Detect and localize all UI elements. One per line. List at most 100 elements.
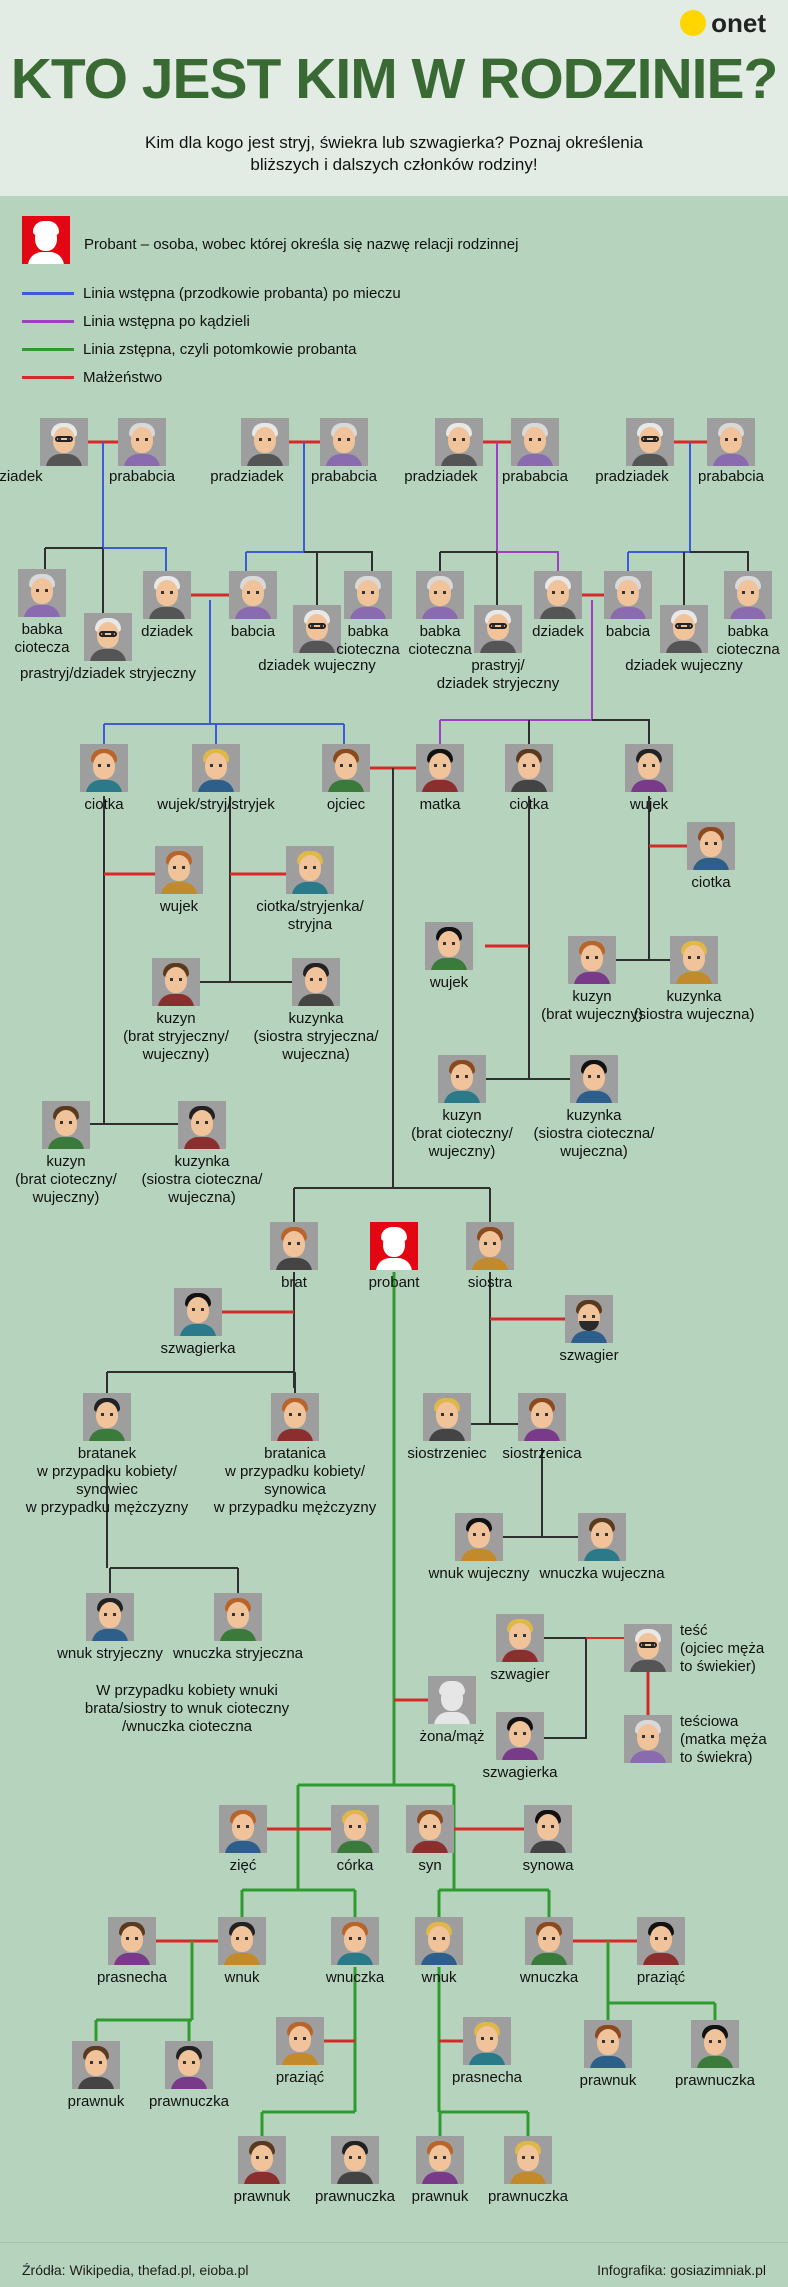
label-wnuczka-2: wnuczka (519, 1969, 579, 1986)
tree-line (304, 551, 373, 571)
label-g3-ciotka-3: ciotka (691, 874, 731, 891)
person-gp4-prababcia-icon (707, 418, 755, 466)
person-tesc-icon (624, 1624, 672, 1672)
paternal-line (103, 547, 167, 571)
person-g2-prastryj-2-icon (474, 605, 522, 653)
person-g2-babka-cioteczna-1-icon (18, 569, 66, 617)
tree-line (690, 551, 749, 571)
person-cousin-kuzynka-3-icon (570, 1055, 618, 1103)
label-wnuczka-stryjeczna: wnuczka stryjeczna (172, 1645, 304, 1662)
label-prawnuk-3: prawnuk (233, 2188, 291, 2205)
label-prawnuk-2: prawnuk (579, 2072, 637, 2089)
person-gp2-prababcia-icon (320, 418, 368, 466)
person-szwagierka-1-icon (174, 1288, 222, 1336)
header (0, 0, 788, 196)
label-cousin-kuzynka-3: kuzynka (siostra cioteczna/ wujeczna) (533, 1107, 655, 1160)
label-wnuczka-1: wnuczka (325, 1969, 385, 1986)
person-g2-dziadek-wujeczny-2-icon (660, 605, 708, 653)
label-cousin-kuzyn-1: kuzyn (brat stryjeczny/ wujeczny) (123, 1010, 229, 1063)
person-gp1-pradziadek-icon (40, 418, 88, 466)
label-g2-babka-cioteczna-2: babka cioteczna (336, 623, 400, 658)
label-ziec: zięć (229, 1857, 257, 1874)
legend-item-descendants: Linia zstępna, czyli potomkowie probanta (22, 341, 357, 358)
person-zona-maz-icon (428, 1676, 476, 1724)
person-g2-babka-cioteczna-2-icon (344, 571, 392, 619)
label-cousin-kuzyn-4: kuzyn (brat cioteczny/ wujeczny) (15, 1153, 117, 1206)
person-wnuczka-stryjeczna-icon (214, 1593, 262, 1641)
label-gp2-prababcia: prababcia (311, 468, 377, 485)
label-tesc: teść (ojciec męża to świekier) (680, 1622, 765, 1675)
person-g3-ciotka-stryjenka-icon (286, 846, 334, 894)
person-g3-ciotka-1-icon (80, 744, 128, 792)
label-cousin-kuzynka-4: kuzynka (siostra cioteczna/ wujeczna) (141, 1153, 263, 1206)
tree-line (592, 719, 650, 744)
person-g2-dziadek-2-icon (534, 571, 582, 619)
person-g3-matka-icon (416, 744, 464, 792)
person-gp2-pradziadek-icon (241, 418, 289, 466)
label-cousin-kuzyn-2: kuzyn (brat wujeczny) (541, 988, 643, 1023)
label-szwagier-1: szwagier (559, 1347, 619, 1364)
label-g2-prastryj-1: prastryj/dziadek stryjeczny (20, 665, 196, 682)
label-wnuk-stryjeczny: wnuk stryjeczny (57, 1645, 163, 1662)
label-g3-ojciec: ojciec (326, 796, 366, 813)
label-brat: brat (281, 1274, 307, 1291)
note-wnuki: W przypadku kobiety wnuki brata/siostry … (84, 1682, 290, 1735)
person-siostrzeniec-icon (423, 1393, 471, 1441)
label-g3-ciotka-2: ciotka (509, 796, 549, 813)
person-g3-ojciec-icon (322, 744, 370, 792)
label-szwagierka-2: szwagierka (482, 1764, 558, 1781)
person-g3-wujek-2-icon (625, 744, 673, 792)
legend-item-maternal: Linia wstępna po kądzieli (22, 313, 250, 330)
person-wnuczka-1-icon (331, 1917, 379, 1965)
credit-text: Infografika: gosiazimniak.pl (597, 2262, 766, 2278)
label-gp2-pradziadek: pradziadek (210, 468, 284, 485)
label-g2-babcia-1: babcia (230, 623, 276, 640)
label-gp1-prababcia: prababcia (109, 468, 175, 485)
person-prasnecha-2-icon (463, 2017, 511, 2065)
person-g2-dziadek-wujeczny-1-icon (293, 605, 341, 653)
person-wnuk-wujeczny-icon (455, 1513, 503, 1561)
person-g3-wujek-stryj-icon (192, 744, 240, 792)
page-subtitle: Kim dla kogo jest stryj, świekra lub szw… (145, 133, 643, 174)
source-text: Źródła: Wikipedia, thefad.pl, eioba.pl (22, 2262, 249, 2278)
person-cousin-kuzyn-3-icon (438, 1055, 486, 1103)
person-gp4-pradziadek-icon (626, 418, 674, 466)
person-cousin-kuzyn-4-icon (42, 1101, 90, 1149)
onet-logo[interactable]: onet (680, 6, 766, 40)
label-g2-babka-cioteczna-4: babka cioteczna (716, 623, 780, 658)
label-cousin-kuzyn-3: kuzyn (brat cioteczny/ wujeczny) (411, 1107, 513, 1160)
person-g3-wujek-3-icon (425, 922, 473, 970)
person-szwagierka-2-icon (496, 1712, 544, 1760)
legend-item-marriage: Małżeństwo (22, 369, 162, 386)
label-g2-babka-cioteczna-3: babka cioteczna (408, 623, 472, 658)
label-prawnuczka-4: prawnuczka (487, 2188, 569, 2205)
page-title: KTO JEST KIM W RODZINIE? (10, 47, 779, 111)
label-praziec-1: praziąć (275, 2069, 325, 2086)
person-g3-ciotka-2-icon (505, 744, 553, 792)
onet-dot-icon (680, 10, 707, 36)
legend-line-descendants (22, 348, 74, 351)
label-siostrzenica: siostrzenica (502, 1445, 582, 1462)
person-szwagier-2-icon (496, 1614, 544, 1662)
label-praziec-2: praziąć (636, 1969, 686, 1986)
label-tesciowa: teściowa (matka męża to świekra) (680, 1713, 767, 1766)
person-g2-babcia-2-icon (604, 571, 652, 619)
person-szwagier-1-icon (565, 1295, 613, 1343)
label-gp4-prababcia: prababcia (698, 468, 764, 485)
person-cousin-kuzynka-2-icon (670, 936, 718, 984)
person-cousin-kuzynka-4-icon (178, 1101, 226, 1149)
person-prawnuk-2-icon (584, 2020, 632, 2068)
person-wnuczka-2-icon (525, 1917, 573, 1965)
label-prasnecha-2: prasnecha (451, 2069, 523, 2086)
label-g3-wujek-2: wujek (629, 796, 669, 813)
legend-line-maternal (22, 320, 74, 323)
footer-divider (0, 2242, 788, 2243)
person-g2-babka-cioteczna-4-icon (724, 571, 772, 619)
label-gp3-pradziadek: pradziadek (404, 468, 478, 485)
person-cousin-kuzynka-1-icon (292, 958, 340, 1006)
legend-proband-text: Probant – osoba, wobec której określa si… (84, 236, 519, 253)
person-wnuk-1-icon (218, 1917, 266, 1965)
label-g3-matka: matka (419, 796, 461, 813)
legend-line-paternal (22, 292, 74, 295)
